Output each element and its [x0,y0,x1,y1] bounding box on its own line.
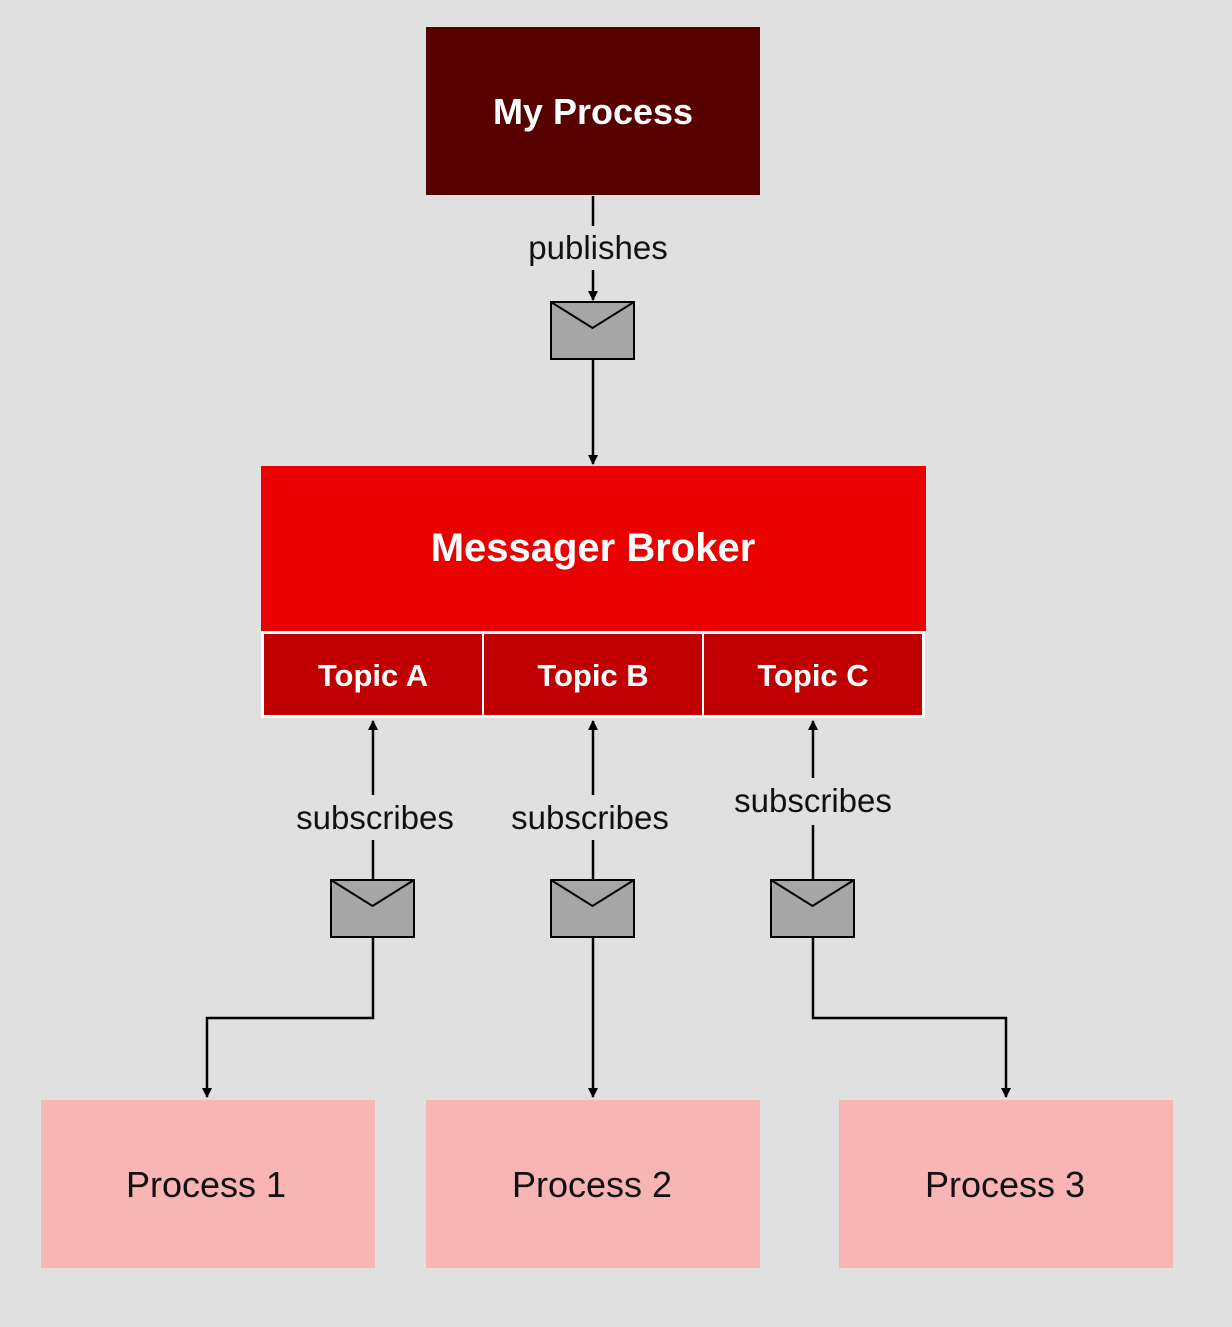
subscriber-node-3: Process 3 [839,1100,1173,1268]
publisher-node: My Process [426,27,760,195]
subscribe-edge-c-down [811,937,1011,1098]
topic-a-box [264,634,482,715]
topic-c-box [704,634,922,715]
publish-edge-label: publishes [528,229,667,266]
topic-row: Topic A Topic B Topic C [261,631,925,718]
topic-c-label: Topic C [757,658,868,693]
envelope-icon [550,301,635,360]
topic-b-label: Topic B [537,658,648,693]
subscribe-edge-c-label: subscribes [734,782,892,819]
subscriber-label-3: Process 3 [925,1164,1085,1205]
subscriber-node-1: Process 1 [41,1100,375,1268]
subscriber-box-2 [426,1100,760,1268]
subscribe-edge-b-label: subscribes [511,799,669,836]
envelope-icon [770,879,855,938]
subscribe-edge-a-label: subscribes [296,799,454,836]
subscriber-label-1: Process 1 [126,1164,286,1205]
subscriber-node-2: Process 2 [426,1100,760,1268]
subscriber-box-3 [839,1100,1173,1268]
envelope-icon [330,879,415,938]
topic-a-label: Topic A [318,658,428,693]
topic-b-box [484,634,702,715]
publisher-label: My Process [493,91,693,132]
broker-label: Messager Broker [431,526,756,570]
subscriber-box-1 [41,1100,375,1268]
connectors [202,196,1011,1098]
publisher-box [426,27,760,195]
broker-node: Messager Broker [261,466,926,631]
envelope-icon [550,879,635,938]
subscriber-label-2: Process 2 [512,1164,672,1205]
broker-box [261,466,926,631]
subscribe-edge-a-down [202,937,375,1098]
